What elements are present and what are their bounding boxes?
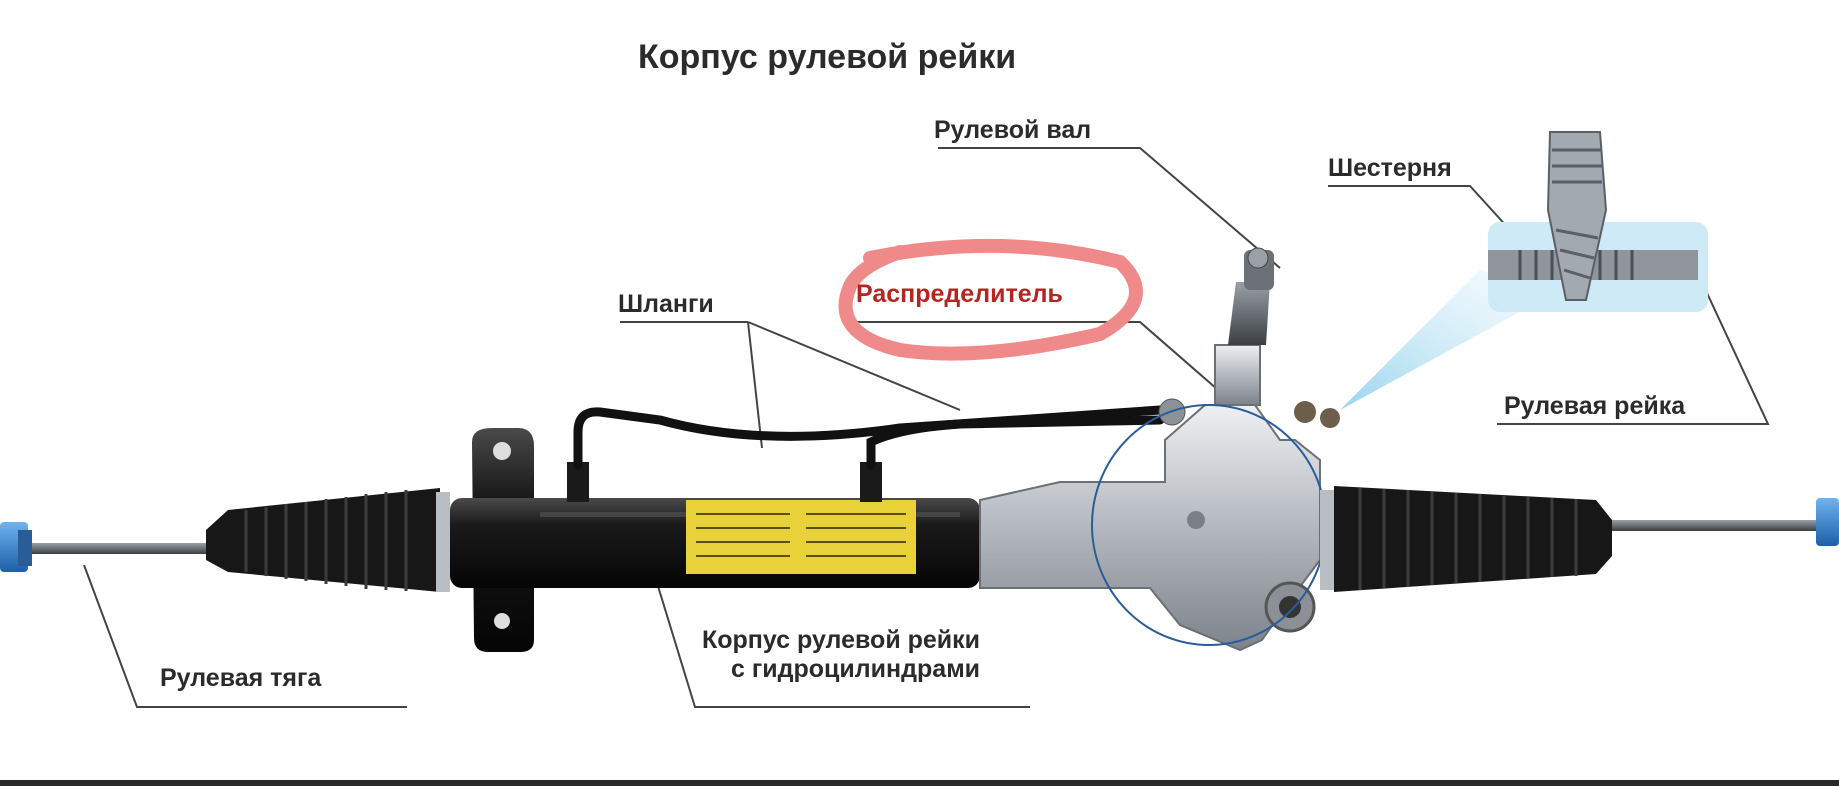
label-pinion: Шестерня	[1328, 154, 1452, 182]
leader-valve	[852, 321, 1226, 397]
left-bellows-boot	[206, 488, 450, 592]
label-housing-line1: Корпус рулевой рейки	[702, 626, 981, 654]
diagram-title: Корпус рулевой рейки	[638, 38, 1017, 76]
right-bellows-boot	[1320, 486, 1612, 592]
leader-lines	[83, 147, 1770, 708]
label-tie-rod: Рулевая тяга	[160, 664, 322, 692]
leader-housing	[649, 559, 1030, 708]
bottom-border	[0, 780, 1839, 786]
label-steering-shaft: Рулевой вал	[934, 116, 1092, 144]
label-hoses: Шланги	[618, 290, 714, 318]
pinion-inset	[1488, 131, 1708, 312]
label-housing-line2: с гидроцилиндрами	[731, 654, 981, 683]
left-tie-rod	[0, 522, 208, 572]
hydraulic-hoses	[573, 405, 1165, 470]
warning-sticker	[686, 500, 916, 574]
leader-rack	[1497, 277, 1770, 425]
leader-pinion	[1328, 185, 1511, 231]
label-housing: Корпус рулевой рейки с гидроцилиндрами	[702, 626, 980, 684]
right-tie-rod	[1612, 498, 1839, 546]
leader-tie-rod	[83, 564, 407, 708]
label-valve: Распределитель	[856, 280, 1063, 308]
valve-body	[979, 247, 1340, 652]
label-steering-rack: Рулевая рейка	[1504, 392, 1686, 420]
red-highlight-oval	[838, 238, 1143, 361]
leader-shaft	[938, 147, 1281, 269]
